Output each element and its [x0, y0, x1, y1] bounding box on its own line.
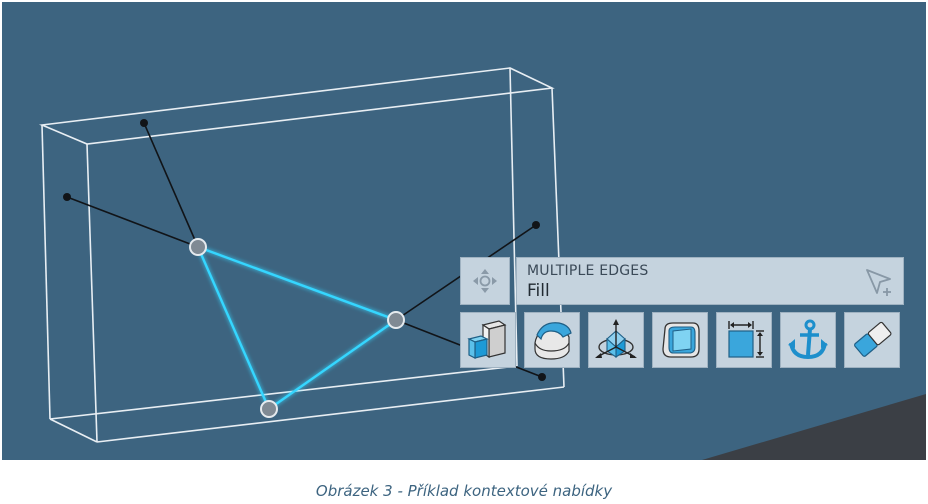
selection-type-label: MULTIPLE EDGES [527, 263, 649, 279]
context-info-panel: MULTIPLE EDGES Fill [516, 257, 904, 305]
shell-button[interactable] [652, 312, 708, 368]
3d-viewport[interactable] [2, 2, 926, 460]
action-label: Fill [527, 281, 550, 301]
selected-edge [268, 319, 397, 410]
eraser-button[interactable] [844, 312, 900, 368]
extrude-icon [467, 320, 507, 359]
eraser-icon [854, 321, 892, 357]
vertex-handle [189, 238, 207, 256]
cursor-plus-icon[interactable] [863, 266, 897, 298]
vertex-handle [260, 400, 278, 418]
move-rotate-button[interactable] [588, 312, 644, 368]
figure-caption: Obrázek 3 - Příklad kontextové nabídky [315, 482, 613, 500]
move-handle[interactable] [460, 257, 510, 305]
anchor-button[interactable] [780, 312, 836, 368]
selected-edges[interactable] [196, 245, 397, 410]
selected-edge [196, 246, 271, 410]
move-rotate-icon [595, 319, 637, 359]
dimension-button[interactable] [716, 312, 772, 368]
anchor-icon [788, 319, 828, 360]
vertex-handles[interactable] [189, 238, 405, 418]
construction-endpoints [63, 119, 546, 381]
dimension-icon [728, 321, 764, 358]
vertex-handle [387, 311, 405, 329]
sweep-icon [534, 322, 572, 360]
wireframe-box [38, 67, 565, 443]
sweep-button[interactable] [524, 312, 580, 368]
viewport-scene [38, 67, 926, 460]
selected-edge [197, 245, 397, 322]
shell-icon [662, 322, 700, 358]
tool-row [460, 312, 906, 370]
move-arrows-icon [473, 269, 497, 293]
extrude-button[interactable] [460, 312, 516, 368]
floor-plane [702, 394, 926, 460]
